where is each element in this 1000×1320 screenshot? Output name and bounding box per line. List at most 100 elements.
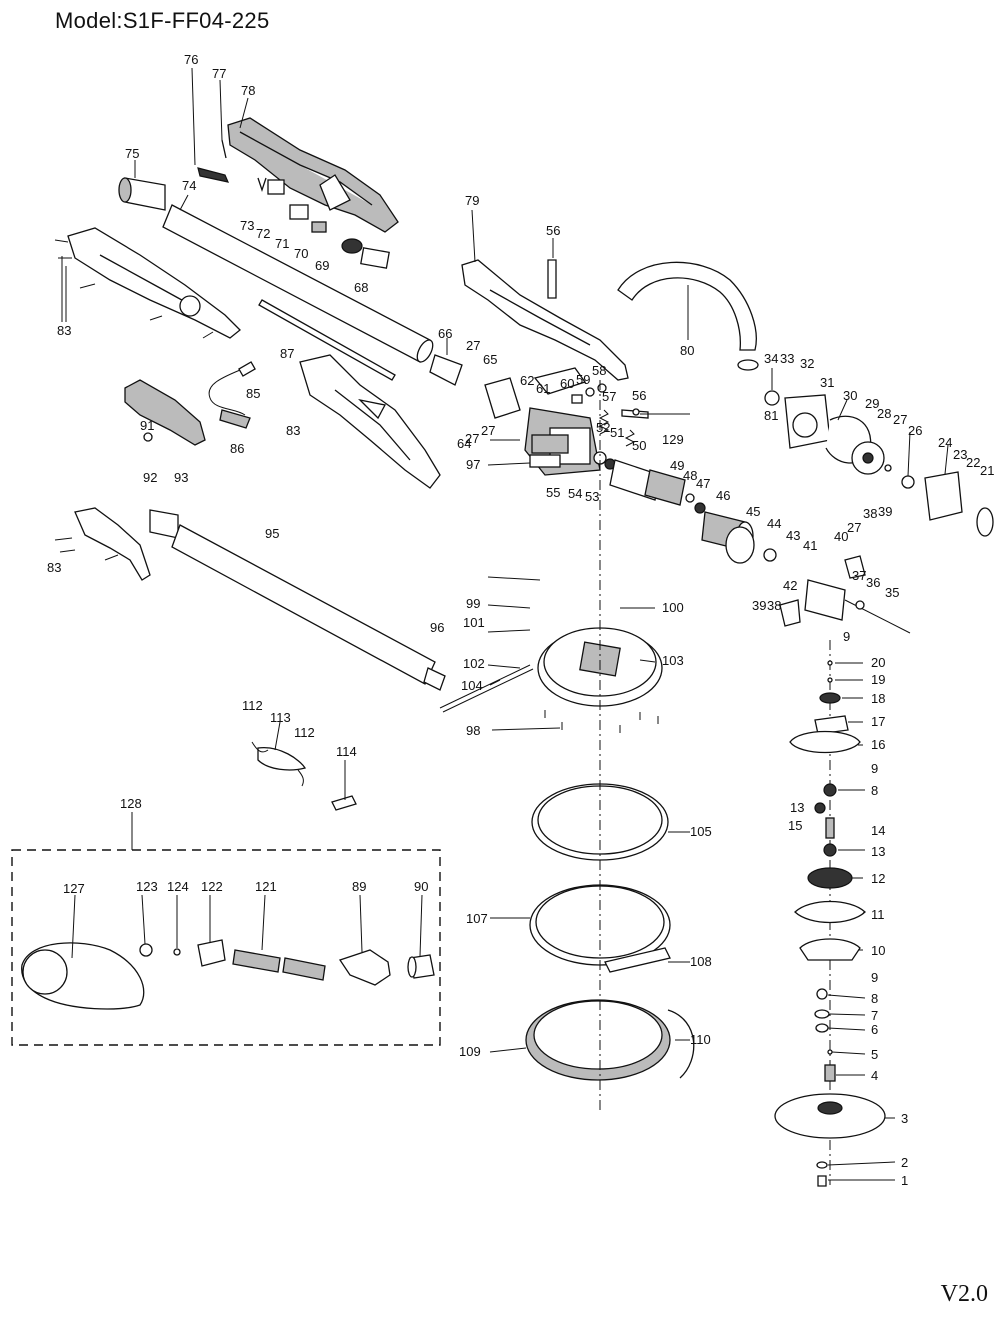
svg-text:23: 23	[953, 447, 967, 462]
svg-text:26: 26	[908, 423, 922, 438]
svg-text:31: 31	[820, 375, 834, 390]
clip-37-40	[844, 555, 866, 579]
svg-text:19: 19	[871, 672, 885, 687]
springs-100	[598, 409, 636, 447]
kit-box-128	[11, 849, 441, 1046]
svg-text:86: 86	[230, 441, 244, 456]
washer-91	[143, 432, 153, 442]
svg-text:7: 7	[871, 1008, 878, 1023]
svg-text:62: 62	[520, 373, 534, 388]
svg-text:80: 80	[680, 343, 694, 358]
svg-text:40: 40	[834, 529, 848, 544]
bracket-42	[779, 599, 801, 627]
screws-98	[544, 710, 659, 733]
svg-text:64: 64	[457, 436, 471, 451]
svg-text:89: 89	[352, 879, 366, 894]
clamp-81	[737, 359, 759, 371]
svg-text:8: 8	[871, 991, 878, 1006]
switch-99-101	[529, 434, 569, 468]
svg-text:4: 4	[871, 1068, 878, 1083]
svg-text:6: 6	[871, 1022, 878, 1037]
svg-text:93: 93	[174, 470, 188, 485]
svg-text:47: 47	[696, 476, 710, 491]
svg-text:41: 41	[803, 538, 817, 553]
svg-text:96: 96	[430, 620, 444, 635]
svg-text:60: 60	[560, 376, 574, 391]
svg-text:114: 114	[336, 744, 357, 759]
upper-handle-78	[227, 117, 399, 233]
end-cap-21	[976, 507, 994, 537]
svg-text:98: 98	[466, 723, 480, 738]
svg-text:121: 121	[255, 879, 277, 894]
model-title: Model:S1F-FF04-225	[55, 8, 270, 33]
svg-text:90: 90	[414, 879, 428, 894]
svg-text:124: 124	[167, 879, 189, 894]
power-cord-85-86	[208, 361, 256, 429]
svg-text:99: 99	[466, 596, 480, 611]
svg-text:128: 128	[120, 796, 142, 811]
svg-text:110: 110	[690, 1032, 711, 1047]
svg-text:11: 11	[871, 907, 885, 922]
svg-text:1: 1	[901, 1173, 908, 1188]
svg-text:72: 72	[256, 226, 270, 241]
svg-text:108: 108	[690, 954, 712, 969]
switch-components-70-73	[257, 177, 327, 233]
svg-text:101: 101	[463, 615, 485, 630]
svg-text:53: 53	[585, 489, 599, 504]
svg-text:105: 105	[690, 824, 712, 839]
svg-text:35: 35	[885, 585, 899, 600]
svg-text:27: 27	[893, 412, 907, 427]
svg-text:34: 34	[764, 351, 778, 366]
svg-text:51: 51	[610, 425, 624, 440]
tube-end-66	[429, 354, 463, 386]
svg-text:50: 50	[632, 438, 646, 453]
svg-text:29: 29	[865, 396, 879, 411]
adapter-122	[197, 939, 226, 967]
svg-text:28: 28	[877, 406, 891, 421]
svg-text:129: 129	[662, 432, 684, 447]
svg-text:43: 43	[786, 528, 800, 543]
svg-text:58: 58	[592, 363, 606, 378]
svg-text:12: 12	[871, 871, 885, 886]
link-114	[331, 795, 357, 811]
version-label: V2.0	[940, 1281, 988, 1307]
svg-text:71: 71	[275, 236, 289, 251]
svg-text:56: 56	[546, 223, 560, 238]
svg-text:73: 73	[240, 218, 254, 233]
cover-65	[484, 377, 521, 419]
tube-end-96	[423, 667, 446, 691]
svg-text:59: 59	[576, 372, 590, 387]
bearing-27-28-26	[884, 464, 915, 489]
svg-text:49: 49	[670, 458, 684, 473]
switch-cover-97	[533, 367, 587, 395]
svg-text:48: 48	[683, 468, 697, 483]
svg-text:14: 14	[871, 823, 885, 838]
svg-text:61: 61	[536, 381, 550, 396]
o-ring-123	[139, 943, 153, 957]
pin-129	[632, 408, 640, 416]
left-housing-83-top	[67, 227, 241, 339]
svg-text:127: 127	[63, 881, 85, 896]
extension-tube-95	[171, 524, 436, 685]
svg-text:122: 122	[201, 879, 223, 894]
rod-102-104	[439, 664, 534, 713]
svg-text:17: 17	[871, 714, 885, 729]
motor-cover-32	[784, 394, 831, 449]
dust-hose-80	[617, 261, 757, 351]
svg-text:112: 112	[294, 725, 315, 740]
svg-text:68: 68	[354, 280, 368, 295]
upper-housing-79	[461, 259, 629, 381]
svg-text:95: 95	[265, 526, 279, 541]
svg-text:57: 57	[602, 389, 616, 404]
svg-text:83: 83	[47, 560, 61, 575]
svg-text:65: 65	[483, 352, 497, 367]
brush-ring-109-110	[525, 999, 695, 1081]
svg-text:32: 32	[800, 356, 814, 371]
pin-124	[173, 948, 181, 956]
svg-text:100: 100	[662, 600, 684, 615]
svg-text:70: 70	[294, 246, 308, 261]
svg-text:79: 79	[465, 193, 479, 208]
part-number-labels: 76 77 78 75 74 73 72 71 70 69 68 83 79 5…	[47, 52, 994, 1188]
svg-text:3: 3	[901, 1111, 908, 1126]
